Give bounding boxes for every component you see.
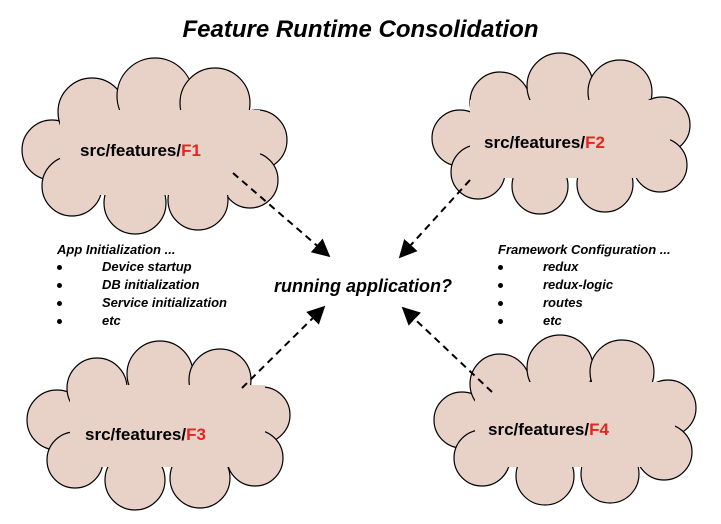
note-heading: App Initialization ... — [57, 242, 176, 257]
framework-configuration-note: Framework Configuration ... redux redux-… — [498, 242, 671, 330]
list-item-text: redux-logic — [543, 277, 614, 292]
cloud-label-prefix: src/features/ — [80, 141, 182, 160]
list-item: routes — [498, 294, 671, 312]
cloud-label-feature: F3 — [186, 425, 206, 444]
cloud-label-feature: F4 — [589, 420, 609, 439]
bullet-icon — [57, 301, 62, 306]
cloud-label-f2: src/features/F2 — [484, 133, 605, 153]
cloud-label-prefix: src/features/ — [484, 133, 586, 152]
list-item: Service initialization — [57, 294, 227, 312]
bullet-icon — [498, 283, 503, 288]
list-item-text: redux — [543, 259, 579, 274]
arrow-f2-to-app — [398, 179, 471, 259]
bullet-icon — [57, 283, 62, 288]
app-initialization-note: App Initialization ... Device startup DB… — [57, 242, 227, 330]
running-application-label: running application? — [274, 276, 452, 296]
list-item: etc — [498, 312, 671, 330]
cloud-label-f3: src/features/F3 — [85, 425, 206, 445]
list-item: redux — [498, 258, 671, 276]
diagram-title: Feature Runtime Consolidation — [182, 16, 539, 43]
cloud-label-feature: F1 — [181, 141, 201, 160]
cloud-label-f4: src/features/F4 — [488, 420, 609, 440]
arrow-f4-to-app — [401, 306, 493, 393]
bullet-icon — [498, 319, 503, 324]
list-item-text: etc — [543, 313, 562, 328]
list-item: Device startup — [57, 258, 192, 276]
list-item: DB initialization — [57, 276, 200, 294]
note-list: redux redux-logic routes etc — [498, 258, 671, 330]
cloud-label-f1: src/features/F1 — [80, 141, 201, 161]
list-item-text: DB initialization — [102, 277, 200, 292]
note-list: Device startup DB initialization Service… — [57, 258, 227, 330]
list-item-text: routes — [543, 295, 583, 310]
list-item-text: Device startup — [102, 259, 192, 274]
list-item: redux-logic — [498, 276, 671, 294]
cloud-label-feature: F2 — [585, 133, 605, 152]
arrow-f3-to-app — [241, 305, 326, 389]
cloud-label-prefix: src/features/ — [488, 420, 590, 439]
bullet-icon — [57, 319, 62, 324]
cloud-label-prefix: src/features/ — [85, 425, 187, 444]
list-item-text: Service initialization — [102, 295, 227, 310]
bullet-icon — [498, 265, 503, 270]
bullet-icon — [57, 265, 62, 270]
arrow-f1-to-app — [232, 172, 331, 258]
bullet-icon — [498, 301, 503, 306]
list-item: etc — [57, 312, 175, 330]
note-heading: Framework Configuration ... — [498, 242, 671, 257]
list-item-text: etc — [102, 313, 121, 328]
